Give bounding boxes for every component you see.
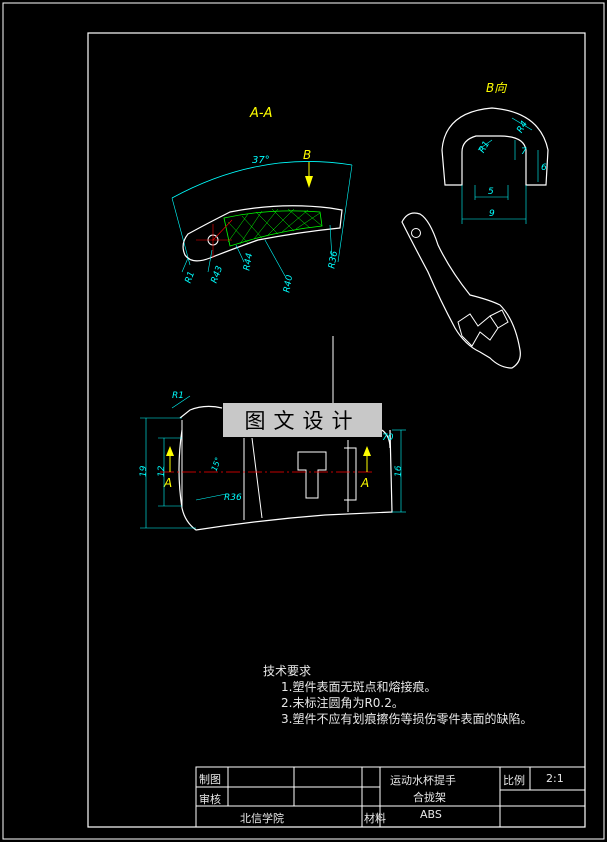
front-view: A A 19 12 16 70 15° R36 R1	[139, 336, 406, 531]
front-dim-19: 19	[139, 465, 149, 477]
tb-scale-label: 比例	[503, 774, 525, 787]
tb-scale-value: 2:1	[546, 772, 564, 785]
tb-check: 审核	[199, 793, 221, 806]
front-dim-12: 12	[157, 465, 167, 477]
tb-draw: 制图	[199, 773, 221, 786]
radius-r44: R44	[242, 252, 255, 271]
notes-title: 技术要求	[263, 664, 312, 678]
notes-item-2: 2.未标注圆角为R0.2。	[281, 696, 404, 710]
radius-r43: R43	[210, 265, 226, 285]
tb-material-value: ABS	[420, 808, 442, 821]
title-block	[195, 766, 586, 828]
tb-part-name-1: 运动水杯提手	[390, 774, 456, 787]
angle-label: 37°	[252, 155, 270, 166]
tb-school: 北信学院	[240, 812, 284, 825]
front-a-right: A	[360, 476, 369, 490]
front-dim-70: 70	[382, 433, 394, 443]
tb-material-label: 材料	[364, 812, 386, 825]
bview-dim-9: 9	[489, 209, 495, 219]
section-a-a: A-A 37° B	[171, 106, 353, 294]
bview-dim-5: 5	[488, 187, 494, 197]
front-dim-15: 15°	[210, 456, 223, 472]
notes-item-1: 1.塑件表面无斑点和熔接痕。	[281, 680, 437, 694]
technical-notes: 技术要求 1.塑件表面无斑点和熔接痕。 2.未标注圆角为R0.2。 3.塑件不应…	[263, 663, 532, 727]
view-b: B向 R1 R4 5 9 7 6	[441, 81, 549, 224]
bview-dim-7: 7	[521, 147, 527, 157]
radius-r36: R36	[327, 250, 340, 269]
front-dim-16: 16	[394, 465, 404, 477]
iso-view	[401, 212, 521, 369]
radius-r40: R40	[282, 274, 295, 293]
radius-r1: R1	[184, 270, 197, 285]
front-r36: R36	[224, 493, 242, 503]
front-r1: R1	[172, 391, 184, 401]
front-a-left: A	[163, 476, 172, 490]
view-b-label: B向	[486, 81, 507, 95]
bview-dim-6: 6	[541, 163, 547, 173]
notes-item-3: 3.塑件不应有划痕擦伤等损伤零件表面的缺陷。	[281, 712, 533, 726]
tb-part-name-2: 合拢架	[413, 791, 446, 804]
section-label: A-A	[249, 106, 272, 121]
watermark-stamp: 图文设计	[223, 403, 382, 437]
arrow-b-label: B	[303, 148, 311, 162]
